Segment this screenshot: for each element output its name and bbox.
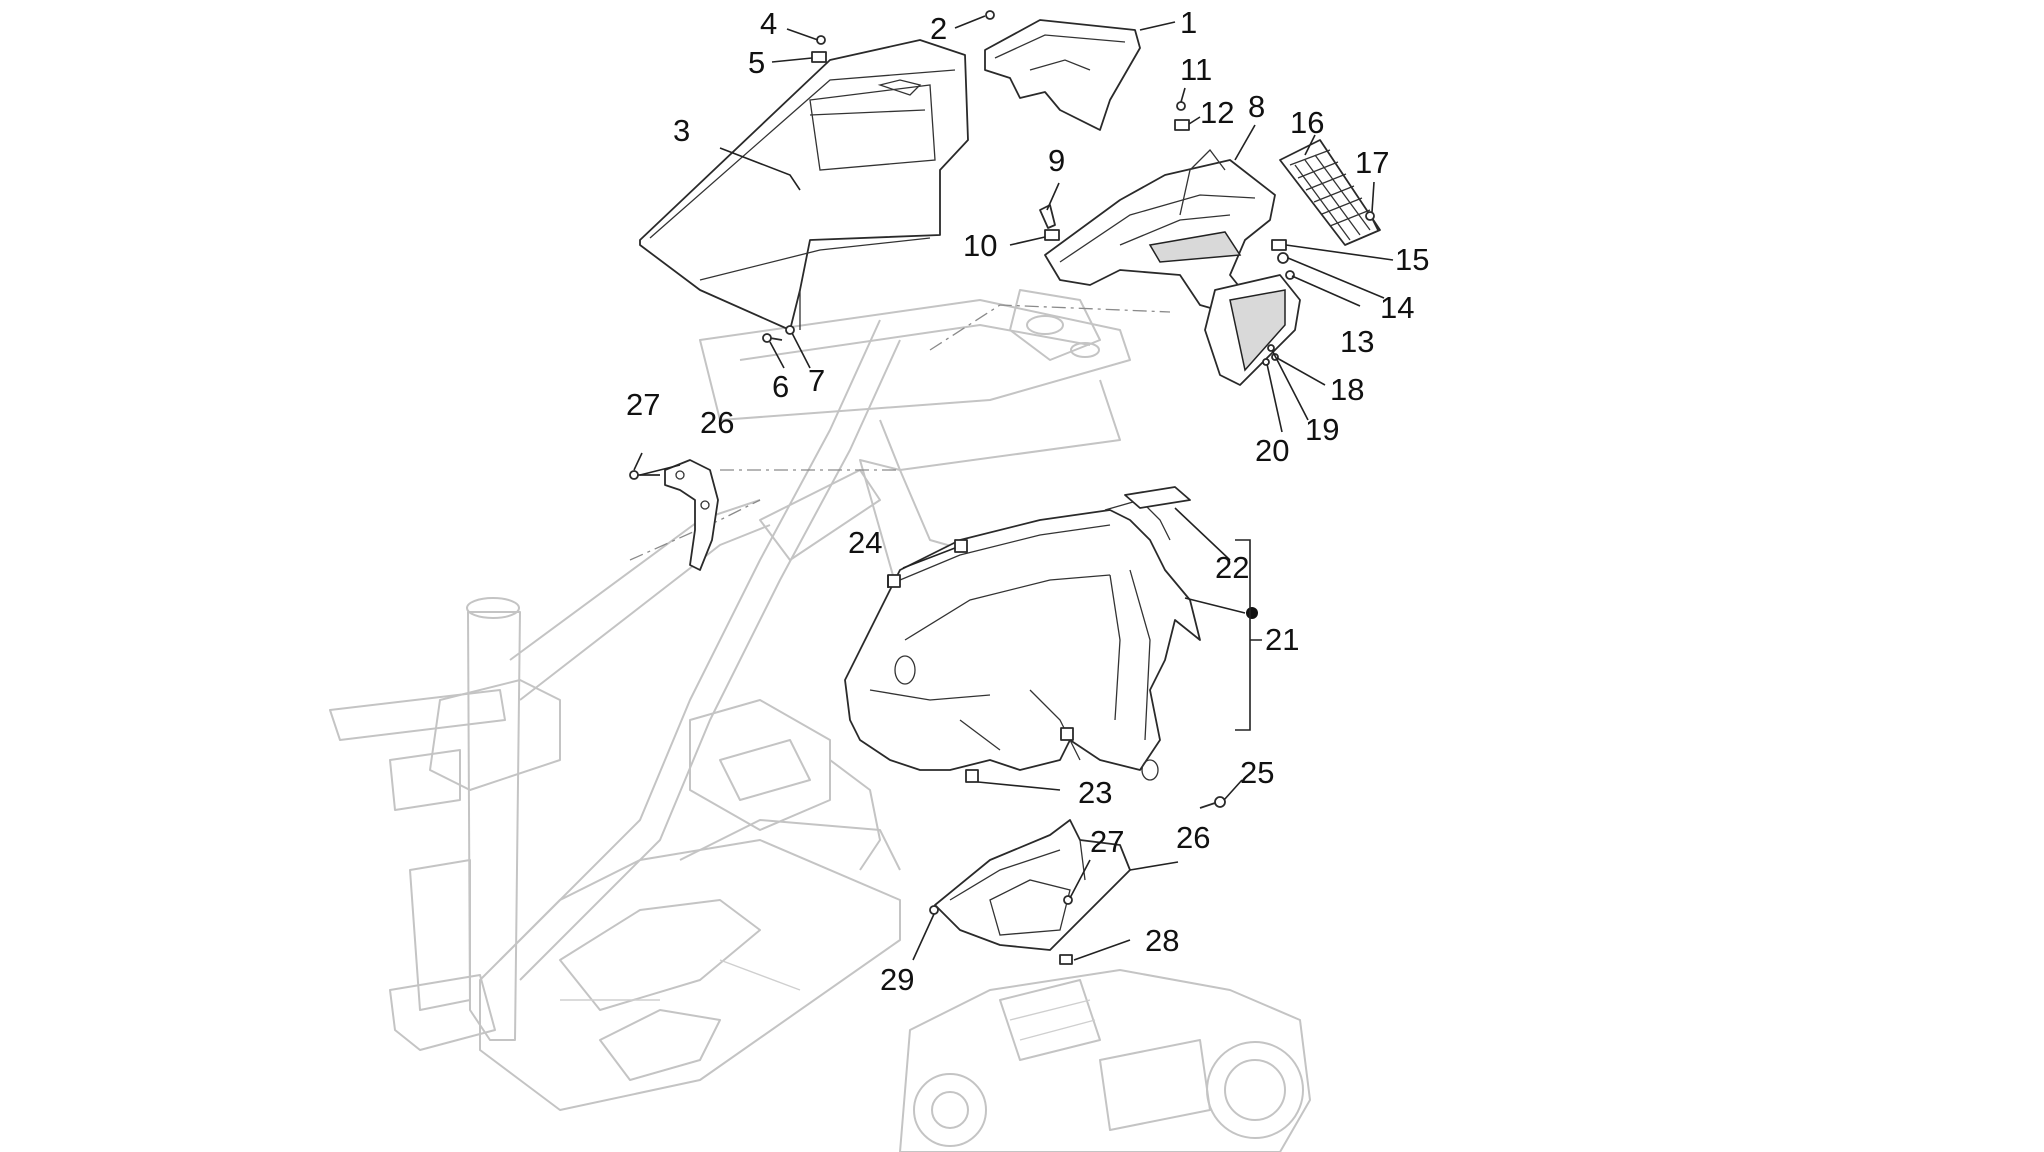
hardware xyxy=(629,10,1379,965)
callout-3: 3 xyxy=(673,113,690,148)
callout-27-lower: 27 xyxy=(1090,824,1124,859)
callout-23: 23 xyxy=(1078,775,1112,810)
callout-16: 16 xyxy=(1290,105,1324,140)
callout-labels: 1 2 3 4 5 6 7 8 9 10 11 12 13 14 15 16 1… xyxy=(626,5,1429,997)
callout-22: 22 xyxy=(1215,550,1249,585)
part-22-plate xyxy=(1124,486,1191,509)
callout-13: 13 xyxy=(1340,324,1374,359)
part-8-rear-bracket xyxy=(1044,149,1301,386)
callout-17: 17 xyxy=(1355,145,1389,180)
part-26-bracket-upper xyxy=(664,459,719,571)
callout-1: 1 xyxy=(1180,5,1197,40)
callout-20: 20 xyxy=(1255,433,1289,468)
callout-24: 24 xyxy=(848,525,882,560)
callout-4: 4 xyxy=(760,6,777,41)
callout-26-upper: 26 xyxy=(700,405,734,440)
callout-15: 15 xyxy=(1395,242,1429,277)
callout-19: 19 xyxy=(1305,412,1339,447)
callout-9: 9 xyxy=(1048,143,1065,178)
callout-18: 18 xyxy=(1330,372,1364,407)
callout-14: 14 xyxy=(1380,290,1414,325)
callout-27-upper: 27 xyxy=(626,387,660,422)
callout-26-lower: 26 xyxy=(1176,820,1210,855)
part-21-mudguard xyxy=(844,499,1201,781)
callout-10: 10 xyxy=(963,228,997,263)
part-3-top-cover xyxy=(639,39,969,331)
part-1-panel xyxy=(984,19,1141,131)
callout-29: 29 xyxy=(880,962,914,997)
callout-8: 8 xyxy=(1248,89,1265,124)
callout-2: 2 xyxy=(930,11,947,46)
callout-25: 25 xyxy=(1240,755,1274,790)
callout-11: 11 xyxy=(1180,52,1212,87)
scooter-frame xyxy=(329,289,1311,1152)
callout-21: 21 xyxy=(1265,622,1299,657)
callout-12: 12 xyxy=(1200,95,1234,130)
part-16-grille xyxy=(1279,139,1381,246)
leader-lines xyxy=(633,15,1394,961)
callout-7: 7 xyxy=(808,363,825,398)
callout-28: 28 xyxy=(1145,923,1179,958)
callout-6: 6 xyxy=(772,369,789,404)
callout-5: 5 xyxy=(748,45,765,80)
